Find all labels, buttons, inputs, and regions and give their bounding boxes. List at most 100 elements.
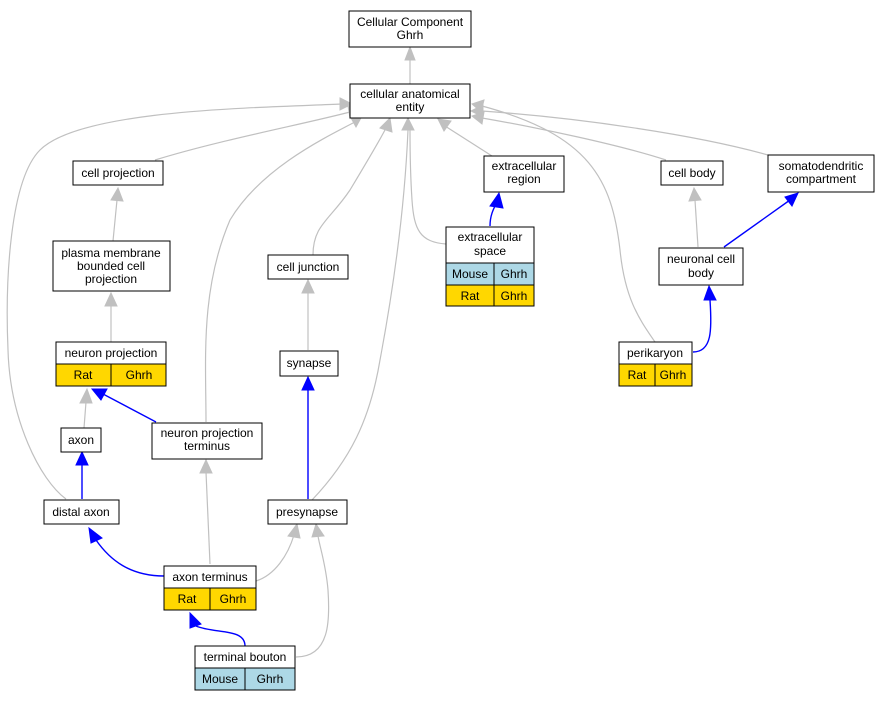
node-label-line: distal axon (52, 505, 109, 519)
gene-label: Ghrh (501, 267, 528, 281)
arrowhead (784, 192, 799, 207)
node-label-line: entity (396, 100, 425, 114)
node-label-line: compartment (786, 172, 857, 186)
node-label-line: extracellular (458, 230, 523, 244)
arrowhead (437, 118, 452, 132)
edge-cell-projection-to-cae (154, 111, 351, 161)
edge-cell-junction-to-cae (312, 127, 387, 256)
node-label-line: synapse (287, 356, 332, 370)
node-extracellular-space[interactable]: extracellular space (445, 226, 535, 264)
node-label-line: region (507, 172, 540, 186)
node-label-line: neuron projection (65, 346, 158, 360)
node-label-line: neuron projection (161, 426, 254, 440)
species-label: Rat (74, 368, 93, 382)
edge-distal-axon-to-cae (6, 103, 343, 500)
node-label-line: space (474, 244, 506, 258)
node-label-line: extracellular (492, 159, 557, 173)
arrowhead (301, 375, 315, 391)
arrowhead (379, 116, 393, 133)
edge-perikaryon-to-cae (481, 105, 656, 343)
edge-extracellular-region-to-cae (444, 125, 493, 157)
node-extracellular-region[interactable]: extracellular region (483, 155, 565, 193)
arrowhead (404, 45, 416, 61)
edge-pm-bounded-to-cell-projection (112, 199, 118, 242)
edge-axon-terminus-to-presynapse (255, 534, 295, 582)
node-label-line: terminal bouton (204, 650, 287, 664)
node-cell-junction[interactable]: cell junction (267, 254, 349, 280)
node-cellular-anatomical-entity[interactable]: cellular anatomical entity (349, 83, 471, 119)
arrowhead (110, 186, 124, 202)
node-label-line: bounded cell (77, 259, 145, 273)
annotation-cell-gene: Ghrh (654, 363, 693, 387)
node-label-line: cellular anatomical (360, 87, 459, 101)
arrowhead (301, 278, 315, 294)
annotation-cell-species: Mouse (194, 667, 246, 691)
annotation-cell-species: Rat (618, 363, 656, 387)
arrowhead (104, 291, 118, 307)
node-axon[interactable]: axon (60, 427, 102, 453)
node-label-line: cell junction (277, 260, 340, 274)
arrowhead (79, 387, 93, 404)
node-somatodendritic-compartment[interactable]: somatodendritic compartment (767, 154, 875, 193)
gene-label: Ghrh (660, 368, 687, 382)
annotation-cell-species: Rat (445, 284, 495, 307)
edge-cell-body-to-cae (481, 117, 667, 161)
species-label: Mouse (452, 267, 488, 281)
annotation-cell-species: Rat (55, 363, 112, 387)
node-label-line: presynapse (276, 505, 338, 519)
gene-label: Ghrh (220, 592, 247, 606)
node-synapse[interactable]: synapse (279, 350, 339, 377)
edge-extracellular-space-to-cae (409, 129, 447, 245)
arrowhead (703, 284, 717, 301)
annotation-cell-species: Mouse (445, 262, 495, 286)
edge-axon-terminus-to-np-terminus (205, 471, 211, 565)
edge-np-terminus-to-cae (204, 121, 356, 423)
species-label: Rat (461, 289, 480, 303)
node-label-line: perikaryon (627, 346, 683, 360)
arrowhead (688, 186, 702, 202)
node-cell-projection[interactable]: cell projection (72, 160, 164, 186)
edge-somatodendritic-to-cae (481, 110, 776, 158)
edge-neuronal-cell-body-to-cell-body (694, 199, 699, 248)
edge-extracellular-space-to-extracellular-region (489, 203, 497, 227)
node-label-line: axon terminus (172, 570, 247, 584)
node-label-line: terminus (184, 439, 230, 453)
arrowhead (339, 97, 354, 111)
node-neuronal-cell-body[interactable]: neuronal cell body (658, 247, 744, 286)
edge-terminal-bouton-to-presynapse (295, 535, 330, 658)
edge-neuronal-cell-body-to-somatodendritic (723, 199, 791, 248)
edge-axon-to-neuron-projection (83, 401, 87, 429)
arrowhead (287, 522, 301, 539)
node-label-line: axon (68, 433, 94, 447)
node-label-line: Ghrh (397, 28, 424, 42)
node-perikaryon[interactable]: perikaryon (618, 341, 693, 365)
node-terminal-bouton[interactable]: terminal bouton (194, 645, 296, 669)
edge-axon-terminus-to-distal-axon (95, 539, 165, 577)
node-label-line: cell body (668, 166, 715, 180)
node-label-line: plasma membrane (61, 246, 161, 260)
node-cell-body[interactable]: cell body (660, 160, 724, 186)
node-axon-terminus[interactable]: axon terminus (163, 565, 257, 589)
gene-label: Ghrh (126, 368, 153, 382)
annotation-cell-gene: Ghrh (244, 667, 296, 691)
arrowhead (189, 611, 202, 629)
arrowhead (311, 522, 325, 538)
node-neuron-projection[interactable]: neuron projection (55, 341, 167, 365)
annotation-cell-gene: Ghrh (493, 284, 535, 307)
arrowhead (199, 458, 213, 474)
edge-presynapse-to-cae (311, 129, 409, 501)
node-cellular-component-root[interactable]: Cellular Component Ghrh (348, 10, 472, 48)
node-neuron-projection-terminus[interactable]: neuron projection terminus (151, 422, 263, 460)
node-presynapse[interactable]: presynapse (267, 499, 348, 525)
node-distal-axon[interactable]: distal axon (43, 499, 120, 525)
node-label-line: body (688, 266, 714, 280)
annotation-cell-gene: Ghrh (209, 587, 257, 611)
node-plasma-membrane-bounded-cell-projection[interactable]: plasma membrane bounded cell projection (52, 240, 171, 292)
species-label: Rat (178, 592, 197, 606)
annotation-cell-species: Rat (163, 587, 211, 611)
edge-perikaryon-to-neuronal-cell-body (692, 299, 712, 353)
arrowhead (75, 450, 89, 466)
arrowhead (489, 191, 504, 209)
